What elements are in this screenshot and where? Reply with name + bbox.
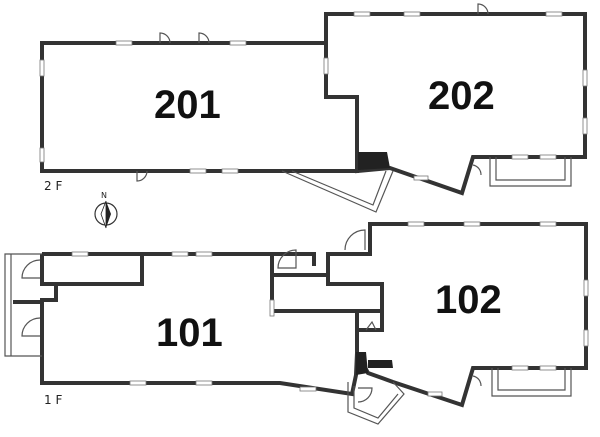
north-letter: N <box>101 191 107 200</box>
window <box>195 380 213 386</box>
room-102-label: 102 <box>435 278 502 322</box>
window <box>511 154 529 160</box>
upper-floor-plan <box>39 3 588 213</box>
balcony-102-inner <box>497 368 566 391</box>
room-101-hall-wall <box>40 254 56 286</box>
door-swing-202b <box>472 164 482 176</box>
window <box>269 299 275 317</box>
window <box>115 40 133 46</box>
window <box>545 11 563 17</box>
door-swing-left-a <box>21 259 41 279</box>
balcony-202 <box>489 157 572 187</box>
door-swing-102 <box>344 229 366 251</box>
door-swing-102b <box>472 375 482 387</box>
window <box>195 251 213 257</box>
room-101-label: 101 <box>156 311 223 355</box>
left-entrance-post <box>13 300 42 304</box>
door-swing-201b <box>198 32 210 44</box>
entrance-alcove-1f-inner <box>353 386 399 419</box>
entrance-alcove-2f-inner <box>291 170 387 206</box>
room-202-walls <box>324 12 587 196</box>
stair-block-1f-b <box>368 360 393 368</box>
stair-block-2f <box>358 152 390 170</box>
window <box>463 221 481 227</box>
window <box>511 365 529 371</box>
door-swing-202 <box>477 3 489 15</box>
window <box>189 168 207 174</box>
floor-label-1f: 1 F <box>44 393 62 407</box>
left-entrance <box>4 253 42 357</box>
window <box>299 386 317 392</box>
window <box>323 57 329 75</box>
window <box>39 147 45 163</box>
balcony-102 <box>491 368 572 397</box>
window <box>171 251 189 257</box>
window <box>427 391 443 397</box>
window <box>403 11 421 17</box>
window <box>539 365 557 371</box>
north-arrow-icon: N <box>94 191 118 229</box>
door-swing-1f-entrance <box>357 387 373 403</box>
entrance-alcove-2f <box>281 170 394 213</box>
window <box>39 59 45 77</box>
window <box>582 69 588 87</box>
window <box>407 221 425 227</box>
window <box>583 279 589 297</box>
window <box>539 221 557 227</box>
window <box>353 11 371 17</box>
window <box>582 117 588 135</box>
window <box>221 168 239 174</box>
door-swing-left-b <box>21 317 41 337</box>
window <box>413 175 429 181</box>
room-202-label: 202 <box>428 74 495 118</box>
room-201-label: 201 <box>154 83 221 127</box>
window <box>539 154 557 160</box>
entrance-alcove-1f <box>347 381 405 425</box>
window <box>229 40 247 46</box>
window <box>583 329 589 347</box>
lower-floor-plan <box>4 221 589 425</box>
room-101-partition <box>272 252 316 266</box>
window <box>71 251 89 257</box>
door-swing-201c <box>136 170 148 182</box>
balcony-202-inner <box>495 157 566 181</box>
door-swing-101b <box>365 320 377 331</box>
door-swing-201a <box>159 32 171 44</box>
window <box>129 380 147 386</box>
stair-block-1f <box>356 352 368 375</box>
door-swing-101 <box>277 249 297 269</box>
floor-label-2f: 2 F <box>44 179 62 193</box>
